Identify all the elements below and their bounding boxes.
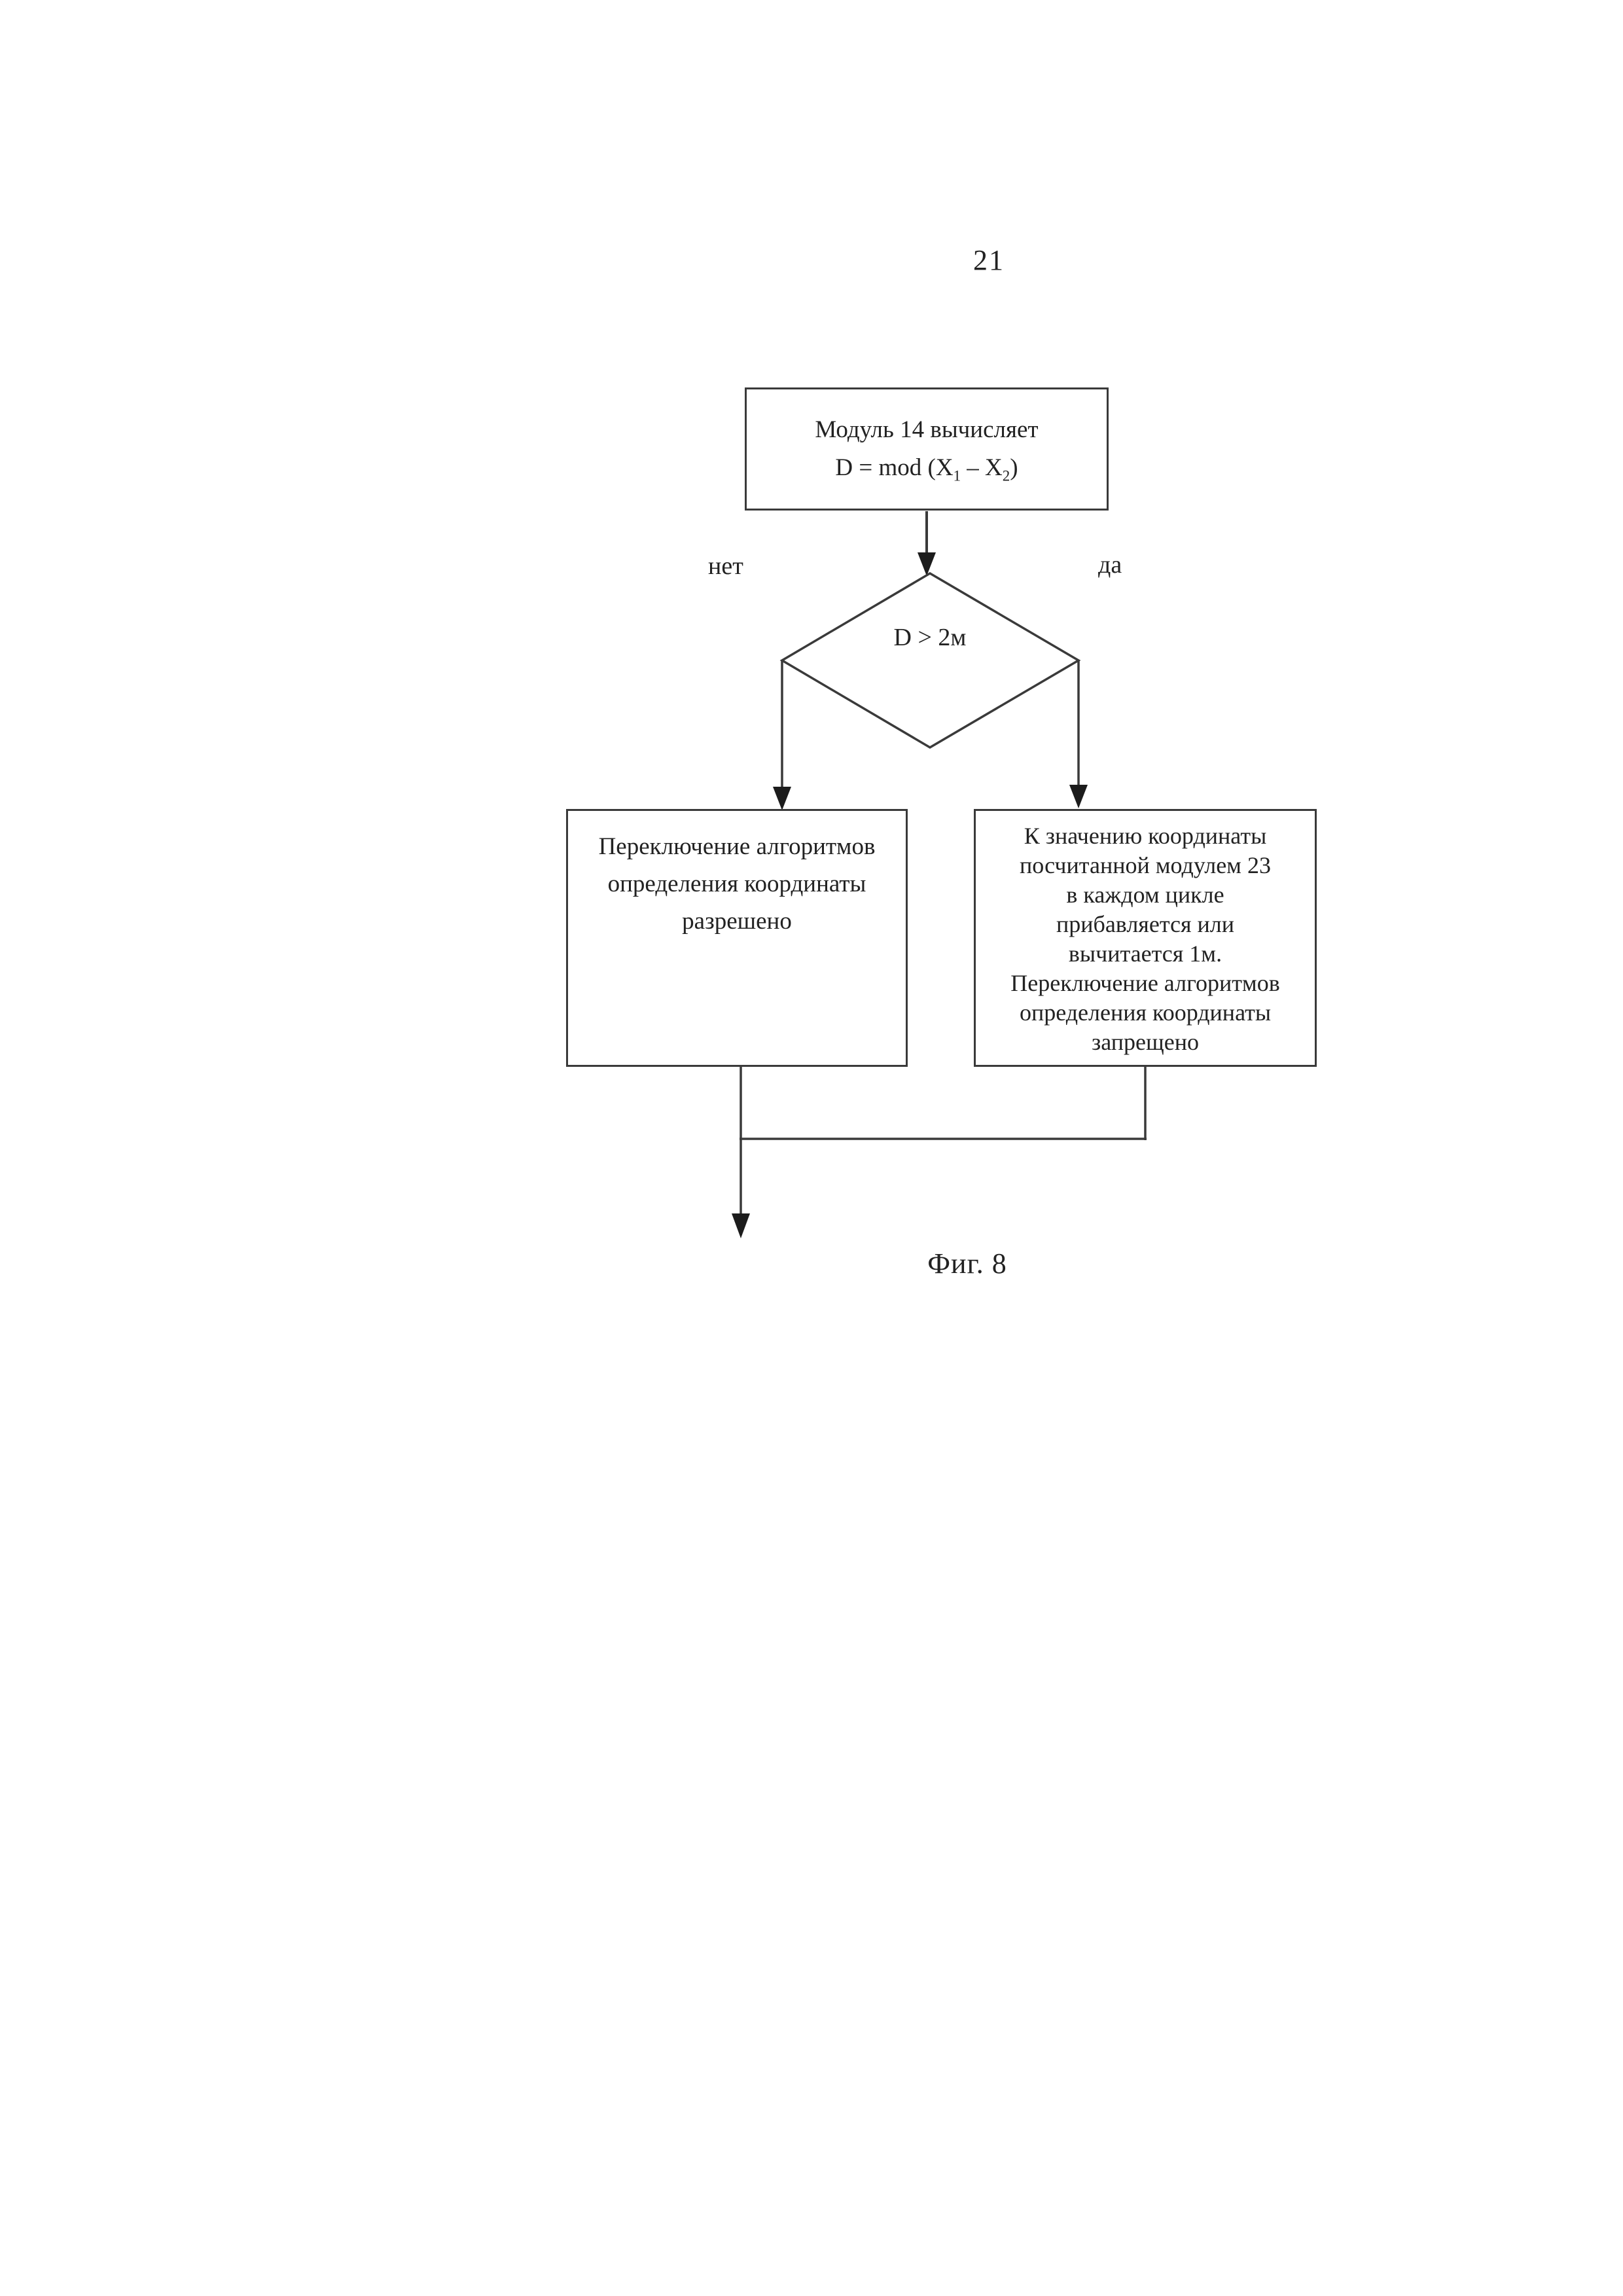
decision-condition-label: D > 2м: [893, 624, 967, 651]
start-box-line1: Модуль 14 вычисляет: [815, 416, 1039, 443]
yes-box-line: запрещено: [1092, 1029, 1199, 1055]
figure-caption: Фиг. 8: [927, 1247, 1007, 1280]
start-box-formula: D = mod (X1 – X2): [747, 449, 1107, 487]
no-branch-box: Переключение алгоритмов определения коор…: [566, 809, 908, 1067]
formula-suffix: ): [1010, 454, 1018, 481]
branch-label-yes: да: [1098, 551, 1122, 579]
no-box-line: определения координаты: [607, 870, 866, 897]
formula-mid: – X: [961, 454, 1003, 481]
no-box-line: Переключение алгоритмов: [598, 833, 876, 860]
start-box: Модуль 14 вычисляет D = mod (X1 – X2): [745, 387, 1109, 511]
yes-box-line: в каждом цикле: [1066, 882, 1224, 908]
formula-subscript-1: 1: [953, 467, 961, 484]
yes-box-line: прибавляется или: [1056, 911, 1235, 937]
yes-box-line: вычитается 1м.: [1068, 941, 1222, 967]
formula-subscript-2: 2: [1002, 467, 1010, 484]
formula-prefix: D = mod (X: [835, 454, 954, 481]
branch-label-no: нет: [708, 552, 743, 580]
arrowhead-down-icon: [1069, 785, 1088, 808]
yes-box-line: посчитанной модулем 23: [1020, 852, 1271, 878]
yes-branch-box: К значению координаты посчитанной модуле…: [974, 809, 1317, 1067]
arrowhead-down-icon: [732, 1213, 750, 1238]
decision-diamond: [779, 571, 1081, 749]
arrowhead-down-icon: [918, 552, 936, 576]
page-number: 21: [973, 244, 1005, 276]
arrowhead-down-icon: [773, 787, 791, 810]
yes-box-line: К значению координаты: [1024, 823, 1267, 849]
yes-box-line: Переключение алгоритмов: [1010, 970, 1280, 996]
no-box-line: разрешено: [682, 908, 792, 935]
yes-box-line: определения координаты: [1019, 999, 1272, 1026]
